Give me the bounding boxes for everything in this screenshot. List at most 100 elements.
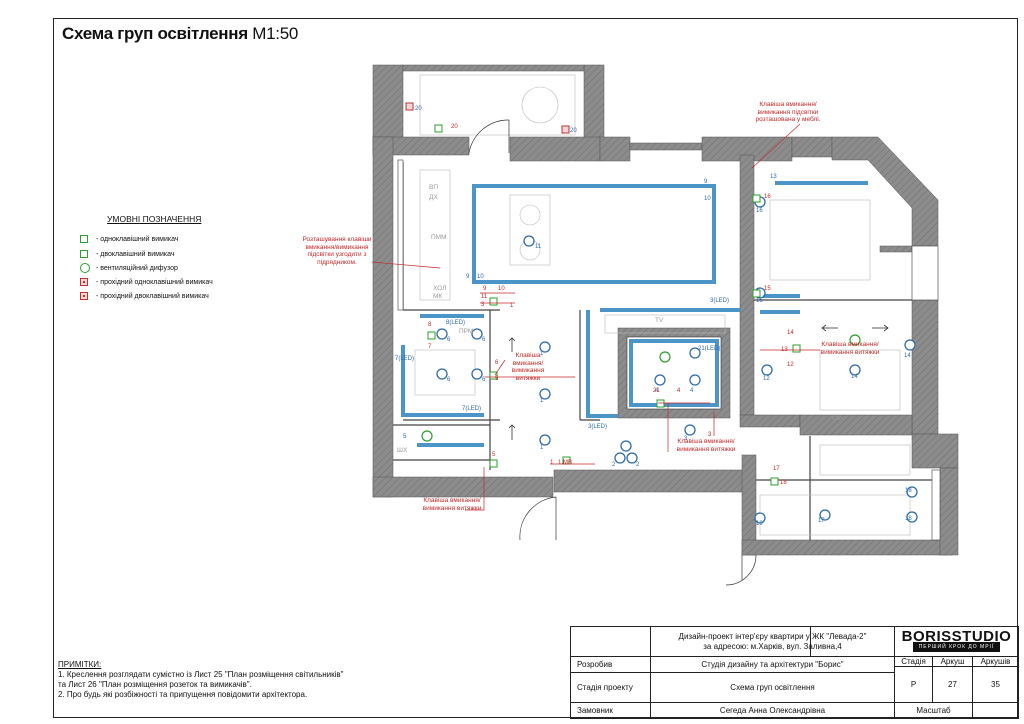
notes-heading: ПРИМІТКИ: — [58, 660, 102, 669]
luminaires — [436, 196, 918, 524]
client-value: Сегеда Анна Олександрівна — [651, 703, 895, 719]
svg-text:1: 1 — [510, 303, 514, 309]
annotation-furniture-switch: Клавіша вмикання/вимикання підсвітки роз… — [755, 101, 821, 123]
svg-text:15: 15 — [756, 298, 763, 304]
room-label: TV — [655, 317, 664, 324]
legend-item: - одноклавішний вимикач — [80, 233, 178, 245]
single-switch-icon — [80, 235, 88, 243]
svg-text:5: 5 — [492, 452, 496, 458]
svg-text:20: 20 — [415, 106, 422, 112]
svg-text:7(LED): 7(LED) — [462, 406, 481, 412]
sheet-value: 27 — [933, 667, 973, 703]
svg-text:11: 11 — [535, 244, 542, 250]
pass-single-switch-icon — [80, 278, 88, 286]
legend-item: - прохідний двоклавішний вимикач — [80, 290, 209, 302]
svg-text:21: 21 — [653, 388, 660, 394]
svg-text:4: 4 — [677, 388, 681, 394]
legend-label: - двоклавішний вимикач — [96, 250, 175, 258]
svg-text:3(LED): 3(LED) — [588, 424, 607, 430]
svg-text:12: 12 — [763, 376, 770, 382]
svg-text:20: 20 — [570, 128, 577, 134]
svg-text:15: 15 — [764, 286, 771, 292]
annotation-hood-switch-1: Клавіша вмикання/вимикання витяжки — [511, 352, 545, 382]
svg-text:1: 1 — [550, 460, 554, 466]
svg-text:6: 6 — [482, 377, 486, 383]
room-label: ПММ — [431, 234, 447, 241]
sheet-title: Схема груп освітлення M1:50 — [62, 24, 298, 44]
room-label: ШХ — [397, 447, 408, 454]
svg-text:9: 9 — [483, 286, 487, 292]
notes-line: та Лист 26 "План розміщення розеток та в… — [58, 680, 252, 689]
tb-project: Дизайн-проект інтер'єру квартири у ЖК "Л… — [651, 627, 895, 657]
svg-text:18: 18 — [905, 516, 912, 522]
room-label: ВП — [429, 184, 438, 191]
client-label: Замовник — [571, 703, 651, 719]
svg-text:18: 18 — [905, 488, 912, 494]
annotation-hood-switch-2: Клавіша вмикання/вимикання витяжки — [422, 497, 482, 512]
svg-text:3: 3 — [684, 436, 688, 442]
legend-label: - одноклавішний вимикач — [96, 235, 179, 243]
svg-text:1.MB: 1.MB — [558, 460, 572, 466]
svg-text:4: 4 — [655, 388, 659, 394]
svg-text:13: 13 — [781, 347, 788, 353]
logo-main: BORISSTUDIO — [901, 627, 1012, 645]
switches — [427, 124, 801, 486]
direction-arrows — [508, 324, 889, 440]
sheet-frame — [53, 18, 1018, 718]
col-stage: Стадія — [895, 657, 933, 667]
svg-text:8: 8 — [428, 322, 432, 328]
scale-label: Масштаб — [895, 703, 973, 719]
scale-value — [973, 703, 1019, 719]
svg-text:21(LED): 21(LED) — [698, 346, 720, 352]
windows — [397, 159, 941, 541]
logo-sub: ПЕРШИЙ КРОК ДО МРІЇ — [912, 641, 1001, 652]
svg-text:6: 6 — [447, 377, 451, 383]
project-line-2: за адресою: м.Харків, вул. Заливна,4 — [703, 641, 842, 651]
notes: ПРИМІТКИ: 1. Креслення розглядати суміст… — [58, 660, 344, 700]
svg-text:9: 9 — [466, 274, 470, 280]
title-main: Схема груп освітлення — [62, 24, 248, 43]
svg-text:10: 10 — [498, 286, 505, 292]
legend-label: - вентиляційний дифузор — [96, 264, 178, 272]
svg-text:5: 5 — [495, 376, 499, 382]
sheets-value: 35 — [973, 667, 1019, 703]
title-scale: M1:50 — [252, 24, 299, 43]
legend-item: - двоклавішний вимикач — [80, 248, 175, 260]
stage-value: Р — [895, 667, 933, 703]
svg-text:3(LED): 3(LED) — [710, 298, 729, 304]
svg-text:14: 14 — [851, 374, 858, 380]
annotation-hood-backlight: Розташування клавіши вмикання/вимикання … — [302, 236, 372, 266]
svg-text:3: 3 — [708, 432, 712, 438]
svg-text:18: 18 — [780, 480, 787, 486]
project-line-1: Дизайн-проект інтер'єру квартири у ЖК "Л… — [678, 631, 867, 641]
svg-text:1: 1 — [540, 351, 544, 357]
room-label: СМ — [832, 415, 842, 422]
legend-item: - прохідний одноклавішний вимикач — [80, 276, 213, 288]
svg-text:16: 16 — [756, 208, 763, 214]
svg-text:8(LED): 8(LED) — [446, 320, 465, 326]
legend-item: - вентиляційний дифузор — [80, 262, 178, 274]
double-switch-icon — [80, 250, 88, 258]
svg-text:10: 10 — [477, 274, 484, 280]
svg-text:12: 12 — [787, 362, 794, 368]
svg-text:14: 14 — [787, 330, 794, 336]
led-strips — [401, 181, 868, 447]
svg-text:6: 6 — [447, 337, 451, 343]
legend-heading: УМОВНІ ПОЗНАЧЕННЯ — [107, 214, 202, 224]
fixture-numbers: 11 6 6 6 6 1 1 1 2 2 3 4 4 12 14 17 18 1… — [395, 106, 912, 527]
svg-text:17: 17 — [773, 466, 780, 472]
studio-logo: BORISSTUDIO ПЕРШИЙ КРОК ДО МРІЇ — [895, 627, 1019, 657]
svg-text:6: 6 — [482, 337, 486, 343]
svg-text:2: 2 — [636, 462, 640, 468]
pass-switches — [405, 102, 570, 134]
svg-text:1: 1 — [540, 445, 544, 451]
notes-line: 2. Про будь які розбіжності та припущенн… — [58, 690, 308, 699]
svg-text:11: 11 — [481, 294, 488, 300]
developed-label: Розробив — [571, 657, 651, 673]
notes-line: 1. Креслення розглядати сумістно із Лист… — [58, 670, 344, 679]
svg-text:5: 5 — [403, 434, 407, 440]
room-label: ПРМ — [459, 328, 473, 335]
tb-empty — [571, 627, 651, 657]
